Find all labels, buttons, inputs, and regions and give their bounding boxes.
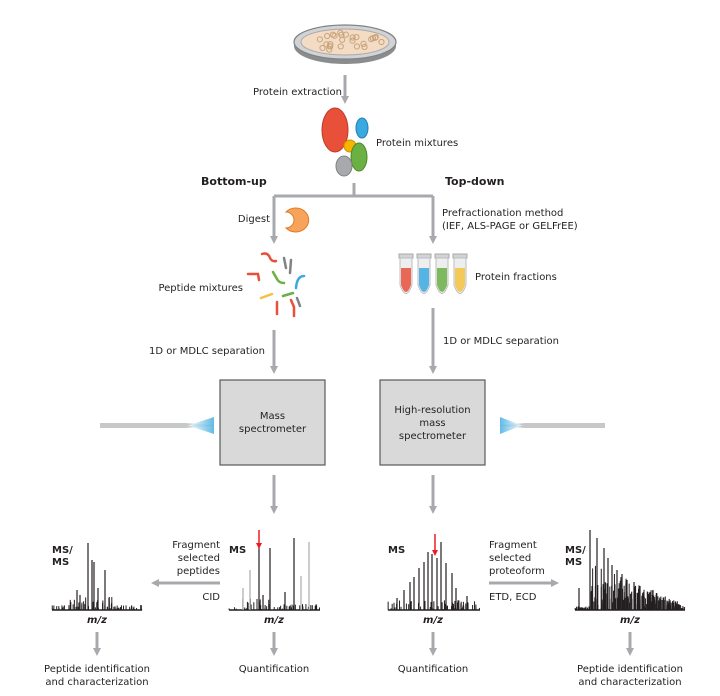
fragment-peptides-label: Fragment selected peptides: [172, 539, 220, 578]
cell-icon: [337, 43, 344, 50]
ms-spectrum-left: [228, 538, 320, 611]
msms-spectrum-right: [574, 530, 686, 611]
mz-axis-label-2: m/z: [264, 615, 284, 626]
enzyme-icon: [284, 207, 310, 233]
cell-icon: [327, 40, 334, 48]
protein-extraction-label: Protein extraction: [253, 87, 342, 98]
mz-axis-label-1: m/z: [87, 615, 107, 626]
peptide-id-right-1: Peptide identification: [577, 664, 683, 675]
peptide-id-left-2: and characterization: [45, 677, 149, 688]
cell-icon: [353, 33, 360, 41]
cell-icon: [316, 36, 323, 43]
cid-label: CID: [202, 592, 220, 603]
msms-spectrum-left: [51, 543, 143, 611]
ms-right-line1: High-resolution: [394, 405, 471, 416]
msms-left-1: MS/: [52, 545, 73, 556]
protein-mixture-icon: [321, 107, 369, 177]
ms-spectrum-right: [387, 542, 480, 611]
petri-dish-icon: [293, 24, 397, 64]
peptide-id-right-2: and characterization: [578, 677, 682, 688]
cell-icon: [326, 46, 333, 53]
peptide-id-left-1: Peptide identification: [44, 664, 150, 675]
quantification-right: Quantification: [397, 664, 469, 675]
quantification-left: Quantification: [238, 664, 310, 675]
protein-fractions-label: Protein fractions: [475, 272, 557, 283]
tube-icon: [398, 253, 414, 294]
cell-icon: [378, 38, 385, 46]
prefractionation-label-1: Prefractionation method: [442, 208, 564, 219]
ms-left-label: MS: [229, 545, 247, 556]
ms-right-line2: mass: [419, 418, 446, 429]
cell-icon: [324, 32, 331, 40]
msms-right-1: MS/: [565, 545, 586, 556]
digest-label: Digest: [237, 214, 270, 225]
protein-fraction-tubes-icon: [398, 253, 468, 294]
cell-icon: [353, 43, 361, 50]
peptide-mixtures-label: Peptide mixtures: [158, 283, 243, 294]
separation-left-label: 1D or MDLC separation: [149, 346, 265, 357]
ms-right-line3: spectrometer: [398, 431, 467, 442]
branch-connector: [274, 183, 433, 198]
fragment-left-1: Fragment: [172, 540, 220, 551]
cell-icon: [337, 29, 344, 36]
tube-icon: [452, 253, 468, 294]
ms-left-line1: Mass: [259, 411, 286, 422]
cell-icon: [349, 34, 356, 41]
msms-right-2: MS: [565, 557, 583, 568]
prefractionation-label-2: (IEF, ALS-PAGE or GELFrEE): [442, 221, 578, 232]
cell-icon: [361, 43, 368, 51]
msms-right-label: MS/ MS: [565, 545, 586, 569]
cell-icon: [368, 36, 375, 43]
high-resolution-ms-box: [379, 379, 486, 466]
etd-ecd-label: ETD, ECD: [489, 592, 537, 603]
fragment-left-2: selected: [177, 553, 220, 564]
tube-icon: [434, 253, 450, 294]
mass-spectrometer-box: [219, 379, 326, 466]
fragment-right-1: Fragment: [489, 540, 537, 551]
cell-icon: [360, 40, 367, 47]
mz-axis-label-3: m/z: [423, 615, 443, 626]
bottom-up-heading: Bottom-up: [201, 175, 267, 188]
cell-icon: [349, 37, 356, 44]
protein-mixtures-label: Protein mixtures: [376, 138, 459, 149]
separation-right-label: 1D or MDLC separation: [443, 336, 559, 347]
fragment-right-2: selected: [489, 553, 532, 564]
msms-left-label: MS/ MS: [52, 545, 73, 569]
cell-icon: [327, 43, 334, 50]
mass-spectrometer-label: Mass spectrometer: [220, 410, 325, 436]
cell-icon: [339, 36, 346, 43]
fragment-left-3: peptides: [176, 566, 220, 577]
cell-icon: [331, 32, 338, 39]
fragment-proteoform-label: Fragment selected proteoform: [489, 539, 545, 578]
tube-icon: [416, 253, 432, 294]
esi-needle-left-icon: [100, 417, 215, 434]
peptide-identification-right: Peptide identification and characterizat…: [560, 663, 700, 689]
ms-left-line2: spectrometer: [238, 424, 307, 435]
peptide-fragments-icon: [246, 252, 306, 318]
peptide-identification-left: Peptide identification and characterizat…: [27, 663, 167, 689]
cell-icon: [342, 31, 349, 38]
fragment-right-3: proteoform: [489, 566, 545, 577]
esi-needle-right-icon: [498, 417, 605, 434]
high-resolution-ms-label: High-resolution mass spectrometer: [380, 404, 485, 443]
cell-icon: [372, 34, 379, 41]
mz-axis-label-4: m/z: [620, 615, 640, 626]
cell-icon: [319, 44, 326, 52]
ms-right-label: MS: [388, 545, 406, 556]
top-down-heading: Top-down: [445, 175, 505, 188]
msms-left-2: MS: [52, 557, 70, 568]
